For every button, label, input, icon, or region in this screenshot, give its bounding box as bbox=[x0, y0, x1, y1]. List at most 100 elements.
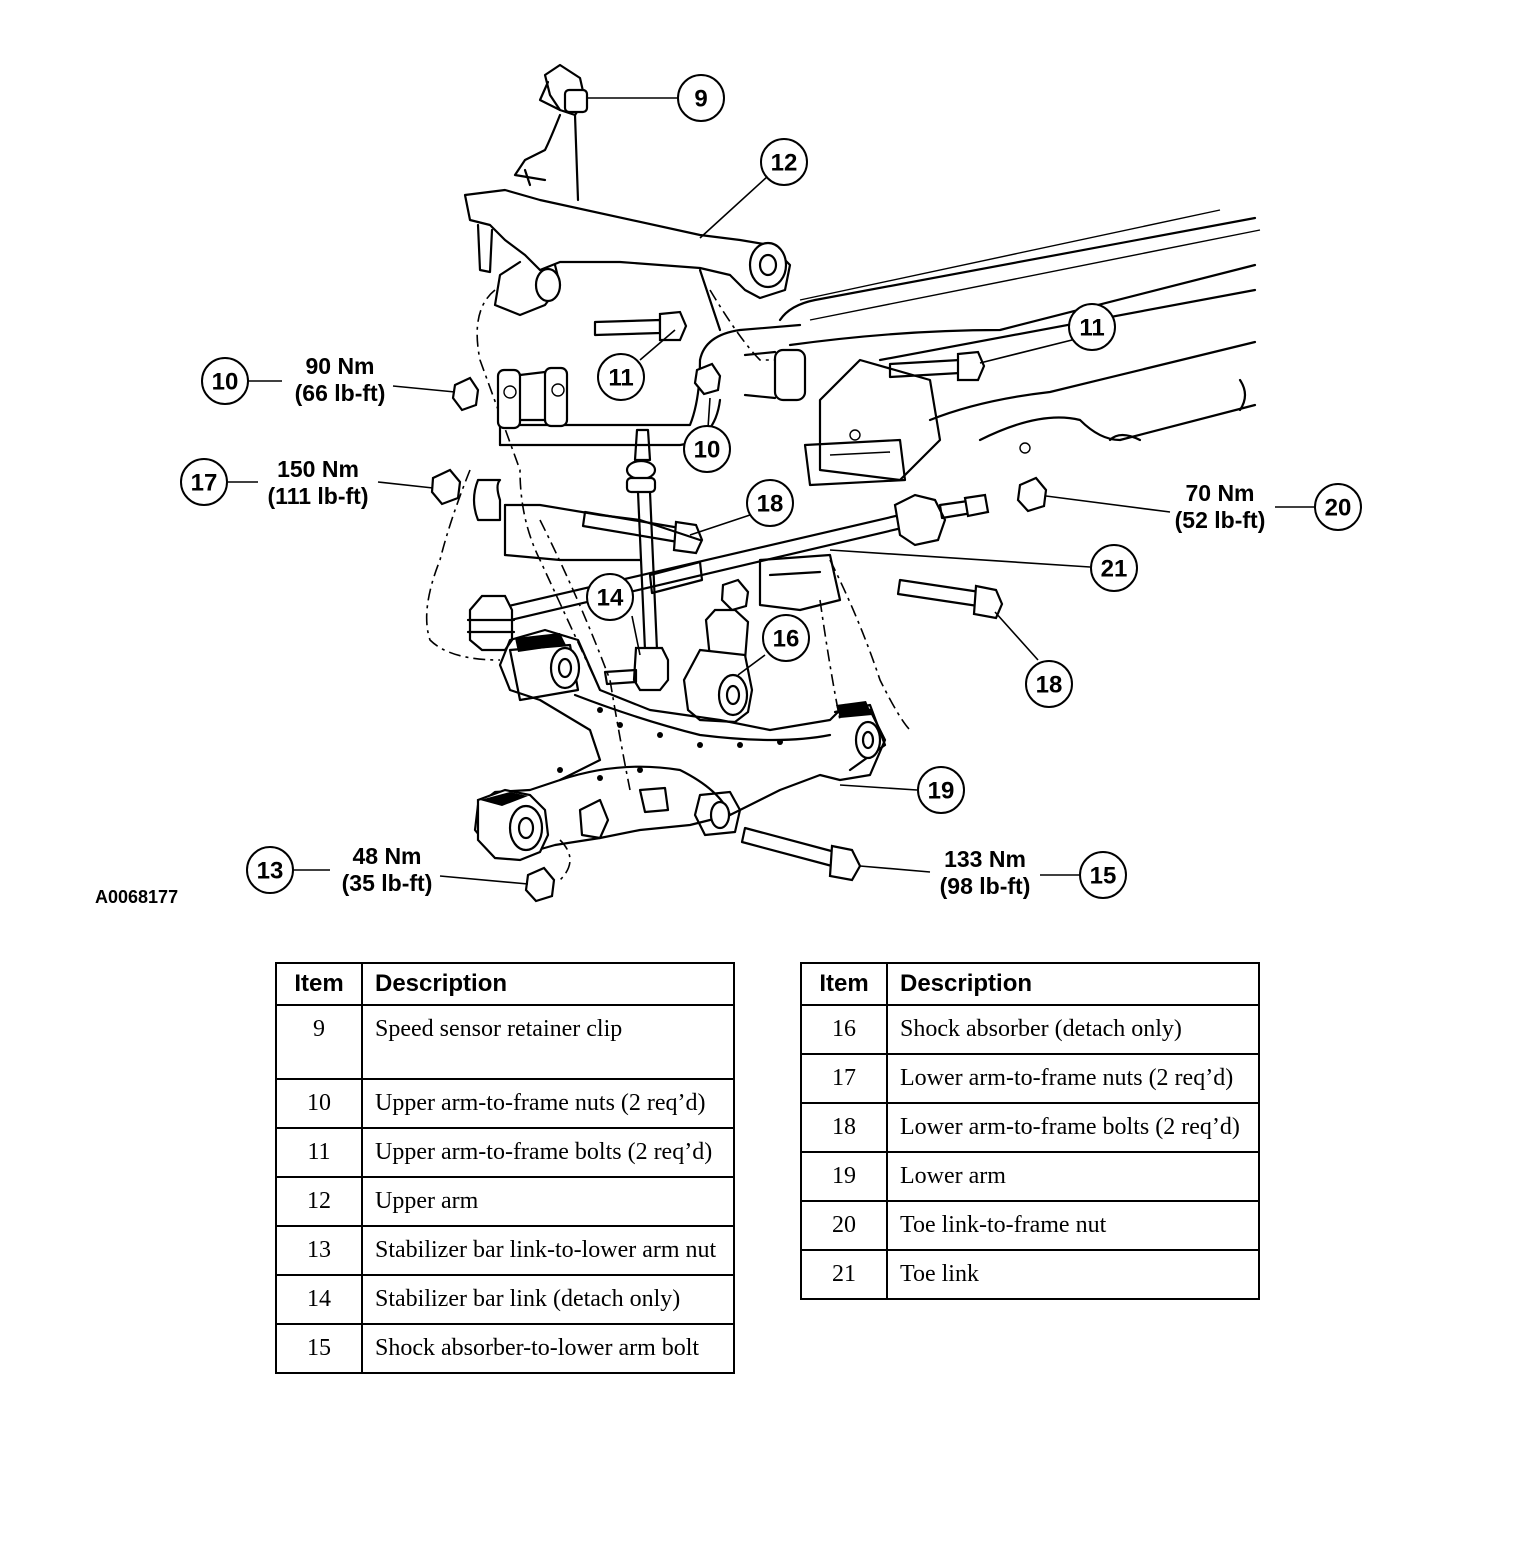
callout-11-left: 11 bbox=[597, 353, 645, 401]
legend-item-description: Stabilizer bar link-to-lower arm nut bbox=[361, 1225, 735, 1276]
stabilizer-link-nut bbox=[524, 866, 556, 903]
svg-text:90 Nm: 90 Nm bbox=[305, 353, 374, 379]
svg-text:16: 16 bbox=[773, 626, 800, 653]
callout-18-upper: 18 bbox=[746, 479, 794, 527]
callout-10-left: 10 bbox=[201, 357, 249, 405]
legend-item-description: Speed sensor retainer clip bbox=[361, 1004, 735, 1080]
legend-item-description: Shock absorber (detach only) bbox=[886, 1004, 1260, 1055]
legend-item-number: 12 bbox=[275, 1176, 363, 1227]
legend-row: 12 Upper arm bbox=[275, 1176, 735, 1227]
callout-17: 17 bbox=[180, 458, 228, 506]
svg-text:9: 9 bbox=[694, 86, 707, 113]
legend-item-number: 17 bbox=[800, 1053, 888, 1104]
legend-item-description: Upper arm bbox=[361, 1176, 735, 1227]
legend-item-description: Lower arm-to-frame bolts (2 req’d) bbox=[886, 1102, 1260, 1153]
legend-item-description: Lower arm-to-frame nuts (2 req’d) bbox=[886, 1053, 1260, 1104]
lower-arm-bolt-upper bbox=[581, 510, 704, 555]
torque-spec-10: 90 Nm (66 lb-ft) bbox=[295, 353, 386, 406]
legend-row: 18 Lower arm-to-frame bolts (2 req’d) bbox=[800, 1102, 1260, 1153]
svg-text:14: 14 bbox=[597, 585, 624, 612]
svg-text:(52 lb-ft): (52 lb-ft) bbox=[1175, 507, 1266, 533]
svg-text:21: 21 bbox=[1101, 556, 1128, 583]
lower-arm bbox=[473, 628, 887, 862]
torque-spec-20: 70 Nm (52 lb-ft) bbox=[1175, 480, 1266, 533]
suspension-exploded-view: 9 12 11 11 10 10 17 18 20 21 14 16 18 19… bbox=[95, 63, 1362, 907]
legend-left-item-header: Item bbox=[275, 962, 363, 1006]
callout-18-lower: 18 bbox=[1025, 660, 1073, 708]
legend-row: 9 Speed sensor retainer clip bbox=[275, 1004, 735, 1080]
legend-row: 16 Shock absorber (detach only) bbox=[800, 1004, 1260, 1055]
callout-20: 20 bbox=[1314, 483, 1362, 531]
shock-absorber bbox=[682, 608, 754, 724]
svg-text:17: 17 bbox=[191, 470, 218, 497]
legend-item-number: 9 bbox=[275, 1004, 363, 1080]
svg-text:11: 11 bbox=[1079, 315, 1104, 342]
upper-arm-nut-right bbox=[693, 362, 722, 396]
shock-to-lower-arm-bolt bbox=[740, 826, 862, 882]
legend-right-description-header: Description bbox=[886, 962, 1260, 1006]
lower-arm-nut bbox=[430, 468, 462, 506]
legend-item-number: 11 bbox=[275, 1127, 363, 1178]
svg-text:48 Nm: 48 Nm bbox=[352, 843, 421, 869]
stabilizer-bar bbox=[496, 323, 807, 447]
svg-text:70 Nm: 70 Nm bbox=[1185, 480, 1254, 506]
svg-text:(111 lb-ft): (111 lb-ft) bbox=[268, 483, 369, 509]
legend-item-number: 15 bbox=[275, 1323, 363, 1374]
legend-item-description: Upper arm-to-frame bolts (2 req’d) bbox=[361, 1127, 735, 1178]
legend-item-description: Stabilizer bar link (detach only) bbox=[361, 1274, 735, 1325]
legend-item-number: 14 bbox=[275, 1274, 363, 1325]
callout-21: 21 bbox=[1090, 544, 1138, 592]
callout-14: 14 bbox=[586, 573, 634, 621]
legend-row: 15 Shock absorber-to-lower arm bolt bbox=[275, 1323, 735, 1374]
svg-text:10: 10 bbox=[212, 369, 239, 396]
svg-text:(35 lb-ft): (35 lb-ft) bbox=[342, 870, 433, 896]
legend-row: 21 Toe link bbox=[800, 1249, 1260, 1300]
stabilizer-bar-link bbox=[603, 428, 670, 692]
legend-row: 19 Lower arm bbox=[800, 1151, 1260, 1202]
svg-text:(66 lb-ft): (66 lb-ft) bbox=[295, 380, 386, 406]
legend-table-right: Item Description 16 Shock absorber (deta… bbox=[800, 962, 1260, 1300]
legend-item-description: Toe link-to-frame nut bbox=[886, 1200, 1260, 1251]
legend-row: 17 Lower arm-to-frame nuts (2 req’d) bbox=[800, 1053, 1260, 1104]
legend-item-description: Lower arm bbox=[886, 1151, 1260, 1202]
legend-table-left: Item Description 9 Speed sensor retainer… bbox=[275, 962, 735, 1374]
frame-rails bbox=[778, 209, 1261, 454]
lower-arm-bolt-lower bbox=[896, 578, 1004, 620]
callout-16: 16 bbox=[762, 614, 810, 662]
upper-arm-nut-left bbox=[451, 376, 480, 412]
svg-text:133 Nm: 133 Nm bbox=[944, 846, 1026, 872]
legend-item-description: Shock absorber-to-lower arm bolt bbox=[361, 1323, 735, 1374]
figure-id: A0068177 bbox=[95, 887, 178, 907]
svg-text:15: 15 bbox=[1090, 863, 1117, 890]
legend-item-number: 13 bbox=[275, 1225, 363, 1276]
legend-left-description-header: Description bbox=[361, 962, 735, 1006]
speed-sensor-retainer-clip bbox=[513, 63, 589, 202]
svg-text:18: 18 bbox=[757, 491, 784, 518]
svg-text:20: 20 bbox=[1325, 495, 1352, 522]
svg-text:(98 lb-ft): (98 lb-ft) bbox=[940, 873, 1031, 899]
callout-19: 19 bbox=[917, 766, 965, 814]
svg-text:11: 11 bbox=[608, 365, 633, 392]
leader-lines bbox=[228, 97, 1314, 885]
toe-link-nut bbox=[1016, 476, 1048, 513]
callout-9: 9 bbox=[677, 74, 725, 122]
legend-right-item-header: Item bbox=[800, 962, 888, 1006]
legend-item-number: 10 bbox=[275, 1078, 363, 1129]
frame-bracket bbox=[803, 358, 942, 487]
legend-item-description: Upper arm-to-frame nuts (2 req’d) bbox=[361, 1078, 735, 1129]
torque-spec-15: 133 Nm (98 lb-ft) bbox=[940, 846, 1031, 899]
upper-arm-bolt-right bbox=[888, 350, 986, 382]
legend-row: 14 Stabilizer bar link (detach only) bbox=[275, 1274, 735, 1325]
svg-text:12: 12 bbox=[771, 150, 798, 177]
svg-text:19: 19 bbox=[928, 778, 955, 805]
torque-spec-13: 48 Nm (35 lb-ft) bbox=[342, 843, 433, 896]
upper-arm bbox=[463, 188, 792, 332]
upper-arm-bolt-left bbox=[593, 310, 688, 342]
legend-item-number: 19 bbox=[800, 1151, 888, 1202]
svg-text:13: 13 bbox=[257, 858, 284, 885]
legend-item-number: 18 bbox=[800, 1102, 888, 1153]
svg-text:10: 10 bbox=[694, 437, 721, 464]
callout-15: 15 bbox=[1079, 851, 1127, 899]
legend-row: 13 Stabilizer bar link-to-lower arm nut bbox=[275, 1225, 735, 1276]
callout-13: 13 bbox=[246, 846, 294, 894]
